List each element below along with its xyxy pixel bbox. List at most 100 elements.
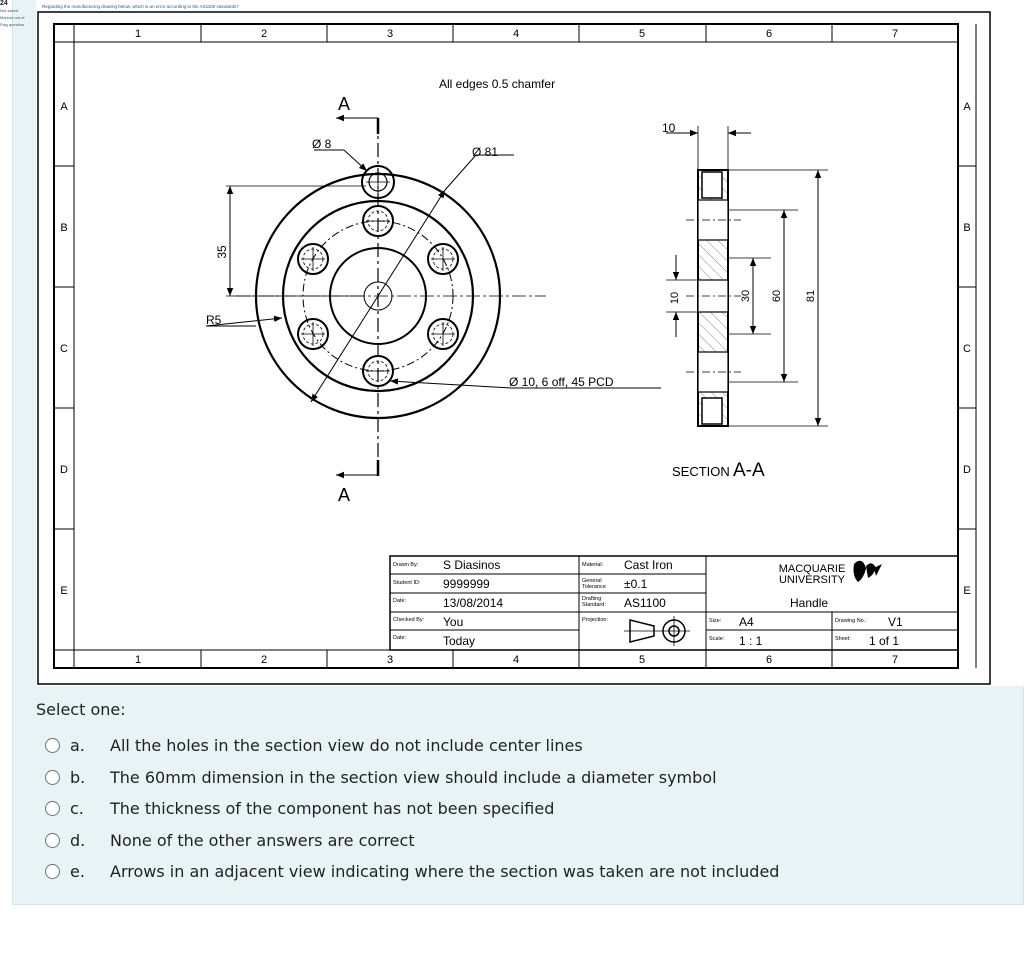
row-label: E: [60, 585, 67, 597]
dim-60-label: 60: [771, 290, 783, 302]
front-view: [205, 114, 661, 479]
column-labels-bottom: 1 2 3 4 5 6 7: [135, 654, 898, 666]
radio-button[interactable]: [45, 801, 60, 817]
column-label: 5: [639, 28, 645, 40]
tb-tolerance-label-2: Tolerance: [582, 584, 606, 590]
section-marker-top: A: [338, 94, 350, 114]
option-letter: d.: [70, 830, 86, 850]
dim-30-label: 30: [740, 290, 752, 302]
tb-part-name: Handle: [790, 596, 828, 610]
column-labels-top: 1 2 3 4 5 6 7: [135, 28, 898, 40]
tb-drawn-by: S Diasinos: [443, 558, 500, 572]
answer-option-b[interactable]: b. The 60mm dimension in the section vie…: [36, 762, 996, 794]
section-title-id: A-A: [733, 460, 765, 481]
section-title-word: SECTION: [672, 464, 730, 479]
row-label: D: [963, 464, 971, 476]
drawing-border: [37, 11, 991, 685]
option-text[interactable]: The 60mm dimension in the section view s…: [110, 767, 717, 787]
row-label: E: [963, 585, 970, 597]
tb-date2: Today: [443, 634, 475, 648]
tb-drawing-no-label: Drawing No.:: [835, 618, 867, 624]
tb-material-label: Material:: [582, 562, 604, 568]
tb-checked-by: You: [443, 615, 463, 629]
tb-size-label: Size:: [709, 618, 722, 624]
radio-button[interactable]: [45, 769, 60, 785]
column-label: 7: [892, 28, 898, 40]
hole-dia-label: Ø 8: [312, 137, 332, 151]
option-text[interactable]: Arrows in an adjacent view indicating wh…: [110, 862, 780, 882]
tb-size: A4: [739, 615, 754, 629]
third-angle-projection-icon: [624, 616, 690, 646]
column-label: 5: [639, 654, 645, 666]
column-label: 4: [513, 28, 519, 40]
select-one-prompt: Select one:: [36, 700, 126, 719]
answer-option-c[interactable]: c. The thickness of the component has no…: [36, 793, 996, 825]
answer-block: Select one: a. All the holes in the sect…: [36, 700, 996, 888]
column-label: 1: [135, 654, 141, 666]
row-label: A: [963, 101, 971, 113]
tb-material: Cast Iron: [624, 558, 673, 572]
university-name-2: UNIVERSITY: [779, 574, 846, 586]
dim-81-label: 81: [805, 290, 817, 302]
option-text[interactable]: The thickness of the component has not b…: [110, 799, 555, 819]
question-status: Not saved: [0, 8, 19, 13]
university-name-1: MACQUARIE: [779, 563, 846, 575]
option-letter: e.: [70, 862, 85, 882]
radio-button[interactable]: [45, 738, 60, 754]
row-label: D: [60, 464, 68, 476]
tb-checked-by-label: Checked By:: [393, 617, 425, 623]
tb-date-label: Date:: [393, 598, 407, 604]
thickness-dim-label: 10: [662, 121, 676, 135]
tb-sheet-label: Sheet:: [835, 636, 851, 642]
column-label: 7: [892, 654, 898, 666]
option-text[interactable]: All the holes in the section view do not…: [110, 736, 583, 756]
column-label: 2: [261, 28, 267, 40]
tb-standard-label-1: Drafting: [582, 596, 601, 602]
column-label: 4: [513, 654, 519, 666]
row-label: A: [60, 101, 68, 113]
height-dim-label: 35: [215, 245, 229, 259]
tb-drawn-by-label: Drawn By:: [393, 562, 419, 568]
answer-option-e[interactable]: e. Arrows in an adjacent view indicating…: [36, 856, 996, 888]
option-letter: c.: [70, 799, 84, 819]
chamfer-note: All edges 0.5 chamfer: [439, 77, 555, 91]
column-label: 2: [261, 654, 267, 666]
row-label: C: [60, 343, 68, 355]
column-label: 6: [766, 654, 772, 666]
question-number: 24: [0, 0, 8, 7]
row-labels: A B C D E A B C D E: [60, 101, 971, 597]
option-letter: a.: [70, 736, 85, 756]
question-text: Regarding the manufacturing drawing belo…: [42, 4, 239, 9]
column-label: 1: [135, 28, 141, 40]
row-label: C: [963, 343, 971, 355]
tb-drawing-no: V1: [888, 615, 903, 629]
university-logo-icon: [853, 560, 882, 582]
radio-button[interactable]: [45, 832, 60, 848]
engineering-drawing: Regarding the manufacturing drawing belo…: [36, 0, 1024, 686]
tb-tolerance: ±0.1: [624, 577, 648, 591]
tb-standard-label-2: Standard:: [582, 602, 606, 608]
row-label: B: [963, 222, 970, 234]
tb-scale: 1 : 1: [739, 634, 763, 648]
hole-dim-label: 10: [669, 292, 681, 304]
answer-option-a[interactable]: a. All the holes in the section view do …: [36, 730, 996, 762]
tb-standard: AS1100: [624, 596, 666, 610]
tb-scale-label: Scale:: [709, 636, 725, 642]
column-label: 3: [387, 654, 393, 666]
tb-student-id-label: Student ID:: [393, 580, 421, 586]
hole-pattern-label: Ø 10, 6 off, 45 PCD: [509, 375, 614, 389]
question-info: 24 Not saved Marked out of Flag question: [0, 0, 36, 60]
tb-student-id: 9999999: [443, 577, 490, 591]
column-label: 6: [766, 28, 772, 40]
question-marks: Marked out of: [0, 15, 25, 20]
flag-question-link[interactable]: Flag question: [0, 22, 25, 27]
option-letter: b.: [70, 767, 86, 787]
outer-dia-label: Ø 81: [472, 145, 498, 159]
title-block: [389, 555, 959, 651]
column-label: 3: [387, 28, 393, 40]
answer-option-d[interactable]: d. None of the other answers are correct: [36, 825, 996, 857]
option-text[interactable]: None of the other answers are correct: [110, 830, 415, 850]
radio-button[interactable]: [45, 864, 60, 880]
section-marker-bottom: A: [338, 485, 350, 505]
drawing-canvas: 1 2 3 4 5 6 7 1 2 3 4 5 6 7 A B C D E A …: [37, 11, 991, 685]
